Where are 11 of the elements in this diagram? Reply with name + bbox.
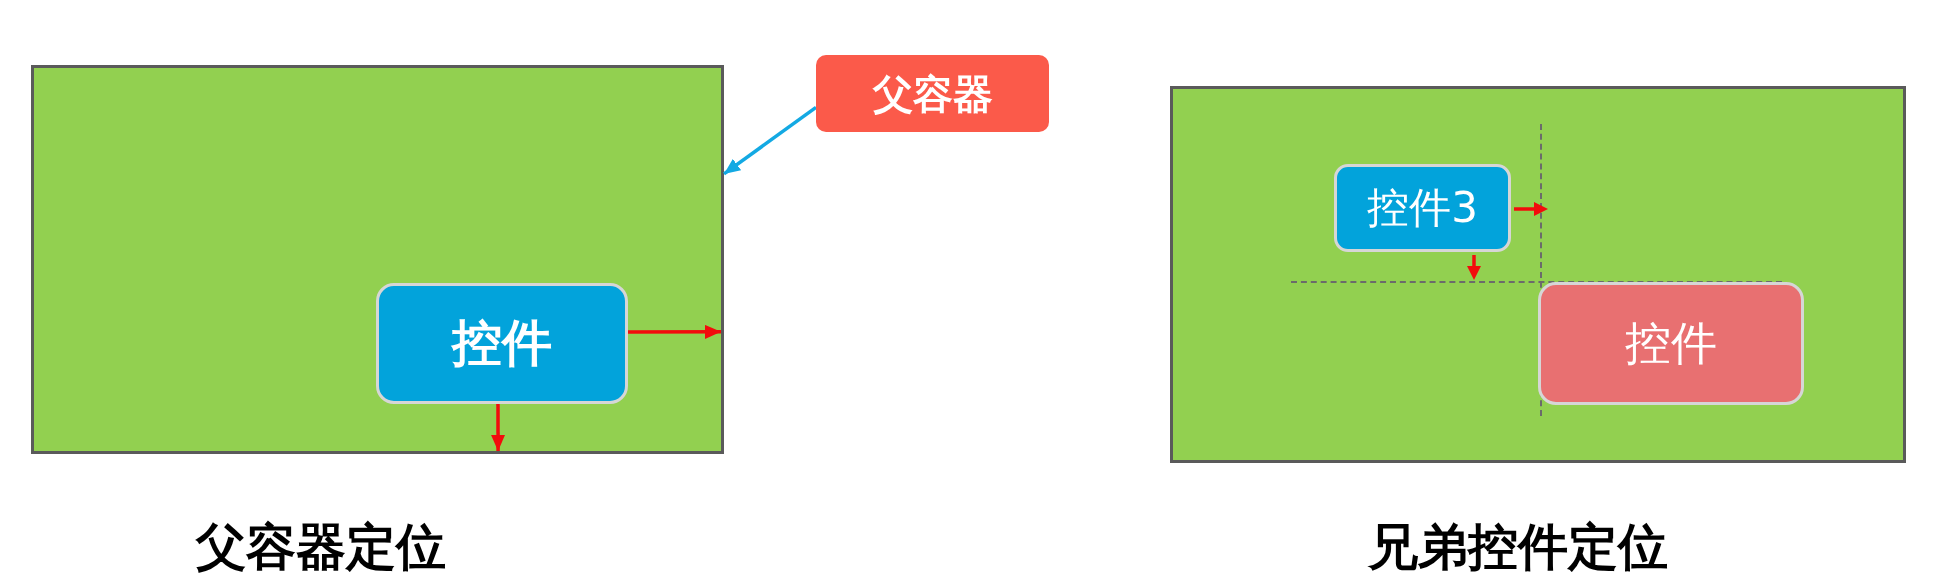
node-label: 父容器定位: [196, 520, 446, 575]
arrow: [628, 324, 721, 339]
leader-arrow: [722, 105, 818, 176]
container-panel: [1170, 86, 1906, 463]
callout-tag: 父容器: [816, 55, 1049, 132]
arrow: [491, 404, 506, 451]
node-label: 兄弟控件定位: [1368, 520, 1668, 575]
control-box: 控件: [1538, 282, 1804, 405]
container-panel: [31, 65, 724, 454]
control-box: 控件3: [1334, 164, 1511, 252]
control-box: 控件: [376, 283, 628, 404]
